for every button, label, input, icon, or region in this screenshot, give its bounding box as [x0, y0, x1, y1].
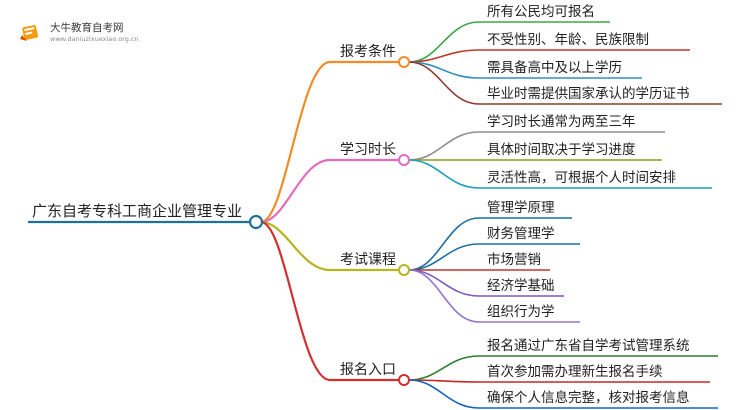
leaf-label: 财务管理学: [487, 226, 555, 242]
leaf-label: 需具备高中及以上学历: [487, 59, 622, 76]
root-node-circle[interactable]: [248, 214, 264, 230]
leaf-link: [408, 355, 480, 381]
leaf-link: [408, 269, 480, 297]
leaf-label: 毕业时需提供国家承认的学历证书: [487, 85, 690, 102]
leaf-label: 所有公民均可报名: [487, 4, 595, 20]
leaf-link: [408, 379, 480, 409]
branch-node-circle[interactable]: [398, 154, 410, 166]
leaf-link: [408, 269, 480, 323]
leaf-link: [408, 131, 480, 161]
leaf-label: 具体时间取决于学习进度: [487, 142, 636, 158]
brand-url: www.daniuzixuexiao.org.cn: [50, 35, 139, 43]
branch-label: 报考条件: [340, 43, 396, 60]
branch-label: 报名入口: [340, 362, 396, 378]
leaf-label: 确保个人信息完整，核对报考信息: [487, 389, 690, 406]
leaf-label: 学习时长通常为两至三年: [487, 114, 636, 130]
branch-node-circle[interactable]: [398, 374, 410, 386]
branch-node-circle[interactable]: [398, 56, 410, 68]
leaf-label: 报名通过广东省自学考试管理系统: [487, 338, 690, 354]
leaf-label: 不受性别、年龄、民族限制: [487, 32, 649, 48]
branch-link: [260, 60, 331, 224]
branch-link: [260, 220, 331, 382]
brand-logo: 大牛教育自考网 www.daniuzixuexiao.org.cn: [12, 14, 142, 50]
branch-label: 学习时长: [340, 142, 396, 158]
mindmap-links: [28, 21, 722, 409]
leaf-link: [408, 243, 480, 271]
leaf-link: [408, 159, 480, 189]
leaf-label: 经济学基础: [487, 277, 555, 294]
leaf-label: 市场营销: [487, 251, 541, 268]
leaf-link: [408, 21, 480, 63]
mindmap-nodes: 广东自考专科工商企业管理专业 报考条件 所有公民均可报名不受性别、年龄、民族限制需具…: [32, 4, 690, 406]
brand-name: 大牛教育自考网: [50, 22, 124, 34]
leaf-label: 灵活性高，可根据个人时间安排: [487, 169, 676, 186]
branch-node-circle[interactable]: [398, 264, 410, 276]
leaf-label: 组织行为学: [487, 304, 555, 320]
leaf-label: 管理学原理: [487, 200, 555, 216]
branch-link: [260, 220, 331, 272]
branch-label: 考试课程: [340, 252, 396, 268]
leaf-link: [408, 217, 480, 271]
root-label: 广东自考专科工商企业管理专业: [32, 202, 242, 220]
book-pencil-icon: [20, 25, 38, 41]
branch-link: [260, 158, 331, 224]
leaf-link: [408, 61, 480, 105]
leaf-label: 首次参加需办理新生报名手续: [487, 363, 663, 380]
